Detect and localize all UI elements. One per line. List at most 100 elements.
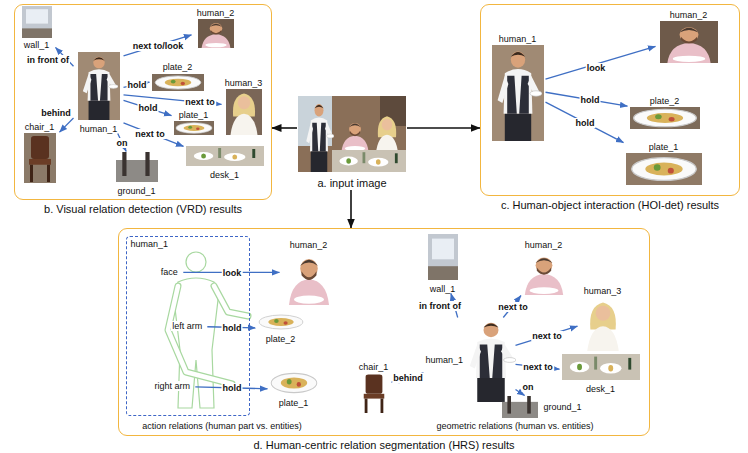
entity-thumbnail: human_2 bbox=[656, 10, 722, 64]
arm-fill bbox=[214, 286, 248, 316]
body-part: left arm bbox=[167, 319, 207, 333]
relation-arrow bbox=[350, 190, 352, 228]
entity-label: human_1 bbox=[80, 124, 118, 134]
entity-thumbnail: plate_1 bbox=[172, 110, 216, 136]
crop-background bbox=[24, 133, 56, 183]
relation-arrow bbox=[124, 100, 172, 115]
entity-thumbnail: plate_2 bbox=[628, 96, 702, 130]
photo-table bbox=[332, 150, 406, 172]
part-label: right arm bbox=[154, 381, 192, 391]
relation-label: next to bbox=[134, 129, 166, 139]
man-crop bbox=[667, 27, 710, 63]
relation-label: behind bbox=[40, 108, 72, 118]
desk-segment bbox=[562, 354, 640, 380]
entity-label: plate_2 bbox=[650, 96, 680, 106]
panel-caption: a. input image bbox=[317, 177, 386, 190]
entity-thumbnail: human_1 bbox=[490, 34, 546, 142]
entity-label: human_3 bbox=[584, 286, 622, 296]
entity-label: chair_1 bbox=[25, 122, 55, 132]
photo-man bbox=[341, 123, 368, 152]
waiter-crop bbox=[498, 51, 542, 141]
plate-crop bbox=[176, 123, 212, 134]
crop-background bbox=[78, 52, 120, 120]
entity-label: ground_1 bbox=[543, 402, 581, 412]
panel-caption: c. Human-object interaction (HOI-det) re… bbox=[501, 199, 719, 212]
hoi-thumbnails bbox=[492, 21, 718, 185]
body-part: right arm bbox=[149, 379, 195, 393]
panel-caption: d. Human-centric relation segmentation (… bbox=[253, 439, 514, 452]
relation-label: on bbox=[522, 382, 535, 392]
crop-background bbox=[630, 107, 700, 129]
entity-thumbnail: human_3 bbox=[222, 78, 266, 136]
relation-arrow bbox=[392, 373, 424, 382]
entity-thumbnail: human_2 bbox=[280, 240, 338, 306]
part-label: face bbox=[160, 267, 179, 277]
waiter-segment bbox=[470, 323, 516, 402]
relation-arrow bbox=[546, 102, 624, 143]
arm-fill bbox=[168, 286, 232, 384]
entity-label: plate_1 bbox=[179, 110, 209, 120]
relation-label: hold bbox=[222, 383, 243, 393]
entity-label: plate_2 bbox=[266, 334, 296, 344]
man-segment bbox=[289, 259, 329, 305]
crop-background bbox=[174, 121, 214, 135]
relation-arrow bbox=[546, 92, 628, 106]
photo-woman bbox=[376, 116, 399, 154]
ground-crop bbox=[116, 152, 158, 182]
relation-label: hold bbox=[138, 103, 159, 113]
relation-arrow bbox=[516, 326, 578, 345]
relation-arrow bbox=[124, 35, 192, 56]
entity-label: human_3 bbox=[225, 78, 263, 88]
entity-label: ground_1 bbox=[117, 186, 155, 196]
arm-outline bbox=[214, 286, 248, 316]
input-image: a. input image bbox=[297, 95, 407, 190]
relation-label: on bbox=[116, 138, 129, 148]
relation-arrow bbox=[124, 123, 184, 147]
entity-label: human_1 bbox=[426, 355, 464, 365]
entity-thumbnail: plate_2 bbox=[150, 62, 206, 92]
crop-background bbox=[660, 21, 718, 63]
relation-arrow bbox=[407, 127, 480, 129]
entity-thumbnail: ground_1 bbox=[500, 396, 584, 418]
entity-thumbnail: human_1 bbox=[74, 52, 124, 134]
man-segment bbox=[525, 258, 563, 295]
entity-label: human_1 bbox=[499, 34, 537, 44]
entity-label: wall_1 bbox=[430, 284, 456, 294]
relation-label: look bbox=[586, 63, 607, 73]
entity-label: plate_2 bbox=[163, 62, 193, 72]
relation-arrow bbox=[60, 118, 74, 132]
plate-segment bbox=[271, 373, 317, 392]
relation-label: hold bbox=[575, 118, 596, 128]
entity-thumbnail: wall_1 bbox=[424, 234, 462, 294]
crop-background bbox=[152, 74, 204, 91]
relation-label: hold bbox=[580, 95, 601, 105]
crop-background bbox=[626, 153, 702, 185]
wall-segment bbox=[428, 234, 458, 280]
sub-caption: geometric relations (human vs. entities) bbox=[436, 421, 593, 431]
man-crop bbox=[202, 23, 231, 48]
crop-background bbox=[198, 19, 234, 48]
plate-crop bbox=[632, 158, 697, 181]
ground-segment bbox=[502, 396, 538, 418]
waiter-crop bbox=[83, 57, 118, 120]
entity-thumbnail: plate_1 bbox=[268, 372, 320, 408]
plate-crop bbox=[634, 109, 697, 127]
entity-label: desk_1 bbox=[210, 170, 239, 180]
entity-label: plate_1 bbox=[279, 398, 309, 408]
entity-label: desk_1 bbox=[586, 384, 615, 394]
head-outline bbox=[186, 252, 206, 272]
entity-thumbnail: ground_1 bbox=[112, 152, 162, 196]
relation-label: hold bbox=[222, 323, 243, 333]
photo-waiter bbox=[306, 104, 334, 172]
arm-outline bbox=[168, 286, 232, 384]
woman-crop bbox=[231, 94, 258, 135]
relation-label: behind bbox=[392, 373, 424, 383]
relation-label: look bbox=[222, 268, 243, 278]
woman-segment bbox=[587, 302, 619, 351]
body-part: face bbox=[155, 265, 183, 279]
entity-thumbnail: desk_1 bbox=[184, 146, 266, 180]
